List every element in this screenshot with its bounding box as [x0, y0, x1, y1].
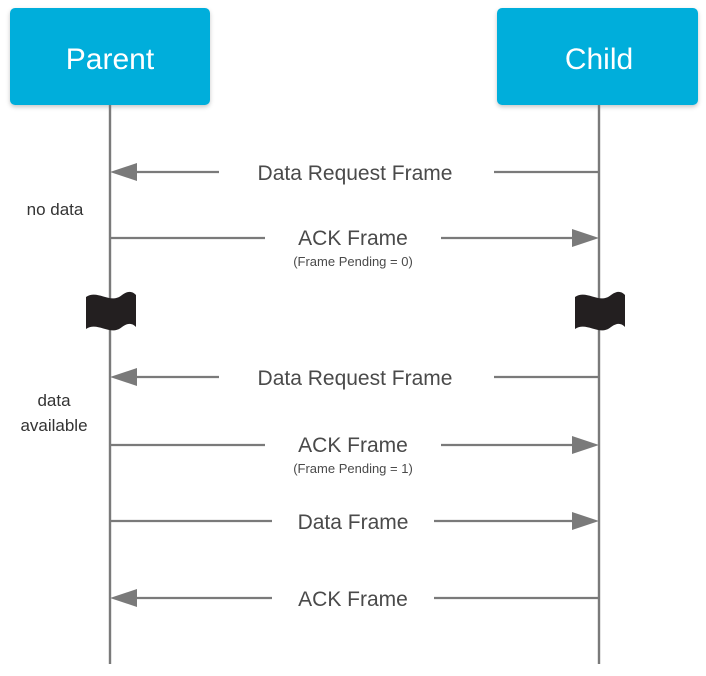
side-note-data-available-line-1: data [37, 391, 71, 410]
arrowhead-left-icon [110, 589, 137, 607]
message-label-ack-1: ACK Frame [298, 227, 408, 250]
message-ack-2[interactable]: ACK Frame (Frame Pending = 1) [110, 434, 599, 476]
message-label-data-request-2: Data Request Frame [258, 367, 453, 390]
arrowhead-left-icon [110, 368, 137, 386]
break-wave-icon [86, 291, 136, 331]
break-wave-icon [575, 291, 625, 331]
message-label-data-request-1: Data Request Frame [258, 162, 453, 185]
actor-label-parent: Parent [66, 43, 155, 76]
break-marker-parent [86, 291, 136, 331]
message-label-data-frame: Data Frame [298, 511, 409, 534]
side-note-no-data: no data [27, 200, 84, 219]
side-note-data-available-line-2: available [20, 416, 87, 435]
message-label-ack-2: ACK Frame [298, 434, 408, 457]
actor-box-child-rect [497, 8, 698, 105]
message-sublabel-ack-1: (Frame Pending = 0) [293, 254, 413, 269]
actor-box-child[interactable]: Child [497, 8, 698, 105]
arrowhead-left-icon [110, 163, 137, 181]
actor-box-parent-rect [10, 8, 210, 105]
arrowhead-right-icon [572, 229, 599, 247]
side-note-data-available: data available [20, 391, 87, 435]
message-data-request-1[interactable]: Data Request Frame [110, 162, 599, 185]
break-marker-child [575, 291, 625, 331]
actor-label-child: Child [565, 43, 633, 76]
message-sublabel-ack-2: (Frame Pending = 1) [293, 461, 413, 476]
message-ack-3[interactable]: ACK Frame [110, 588, 599, 611]
actor-box-parent[interactable]: Parent [10, 8, 210, 105]
message-data-request-2[interactable]: Data Request Frame [110, 367, 599, 390]
arrowhead-right-icon [572, 512, 599, 530]
arrowhead-right-icon [572, 436, 599, 454]
message-ack-1[interactable]: ACK Frame (Frame Pending = 0) [110, 227, 599, 269]
side-note-no-data-line-1: no data [27, 200, 84, 219]
message-data-frame[interactable]: Data Frame [110, 511, 599, 534]
message-label-ack-3: ACK Frame [298, 588, 408, 611]
